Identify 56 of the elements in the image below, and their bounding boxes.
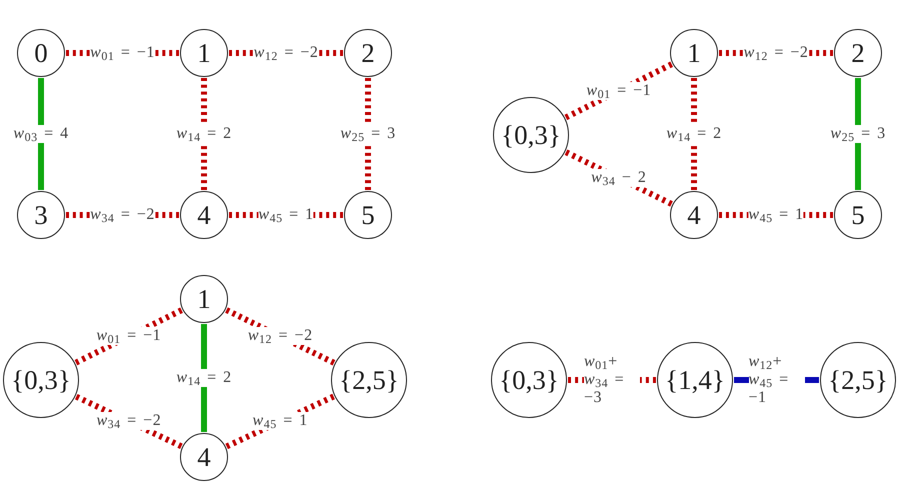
edge-label: w$_{14}$ = 2 (176, 369, 232, 387)
edge-label: w$_{14}$ = 2 (666, 125, 722, 143)
dashed-connector (201, 78, 207, 190)
graph-node (344, 29, 392, 77)
edge-label: w$_{25}$ = 3 (830, 125, 886, 143)
edge-label: w$_{14}$ = 2 (176, 125, 232, 143)
node-label: 3 (34, 202, 48, 228)
connector-line (855, 78, 861, 190)
edge-label: w$_{34}$ = −2 (90, 206, 155, 224)
node-label: 4 (687, 202, 701, 228)
graph-node (670, 191, 718, 239)
node-label: {0,3} (11, 366, 71, 394)
graph-node (834, 191, 882, 239)
dashed-connector (564, 62, 674, 120)
node-label: 5 (361, 202, 375, 228)
node-label: {0,3} (501, 122, 561, 148)
edge-label: w$_{45}$ = 1 (748, 206, 804, 224)
edge-label: w$_{01}$ = −1 (586, 82, 652, 100)
edge-label: w$_{45}$ = 1 (258, 206, 314, 224)
edge-label: w$_{34}$ − 2 (591, 169, 646, 188)
connector-line (38, 78, 44, 190)
node-label: 2 (851, 40, 865, 66)
node-label: 5 (851, 202, 865, 228)
node-label: {2,5} (339, 366, 399, 394)
connector-line (201, 324, 207, 432)
edge-label: w$_{25}$ = 3 (340, 125, 396, 143)
edge-label: w$_{01}$ = −1 (96, 327, 162, 346)
node-label: {2,5} (828, 366, 888, 394)
graph-node (344, 191, 392, 239)
graph-node (180, 433, 228, 481)
graph-node (17, 191, 65, 239)
node-label: 1 (197, 286, 211, 312)
edge-label: w$_{34}$ = −2 (96, 412, 162, 430)
edge-label: w$_{03}$ = 4 (13, 125, 69, 143)
edge-label: w$_{12}$ = −2 (744, 44, 808, 62)
dashed-connector (564, 149, 673, 207)
graph-node (670, 29, 718, 77)
node-label: 1 (687, 40, 701, 66)
node-label: 0 (34, 40, 48, 66)
graph-node (180, 29, 228, 77)
edge-label: w$_{12}$ = −2 (248, 327, 313, 346)
node-label: 4 (197, 202, 211, 228)
edge-label: w$_{45}$ = 1 (252, 412, 308, 430)
graph-node (180, 275, 228, 323)
graph-node (17, 29, 65, 77)
node-label: 2 (361, 40, 375, 66)
edge-label: w$_{12}$ = −2 (254, 44, 318, 62)
dashed-connector (691, 78, 697, 190)
graph-node (180, 191, 228, 239)
node-label: {0,3} (499, 366, 559, 394)
node-label: 1 (197, 40, 211, 66)
dashed-connector (365, 78, 371, 190)
graph-node (834, 29, 882, 77)
node-label: {1,4} (665, 366, 725, 394)
node-label: 4 (197, 444, 211, 470)
edge-label: w$_{01}$ = −1 (90, 44, 155, 62)
